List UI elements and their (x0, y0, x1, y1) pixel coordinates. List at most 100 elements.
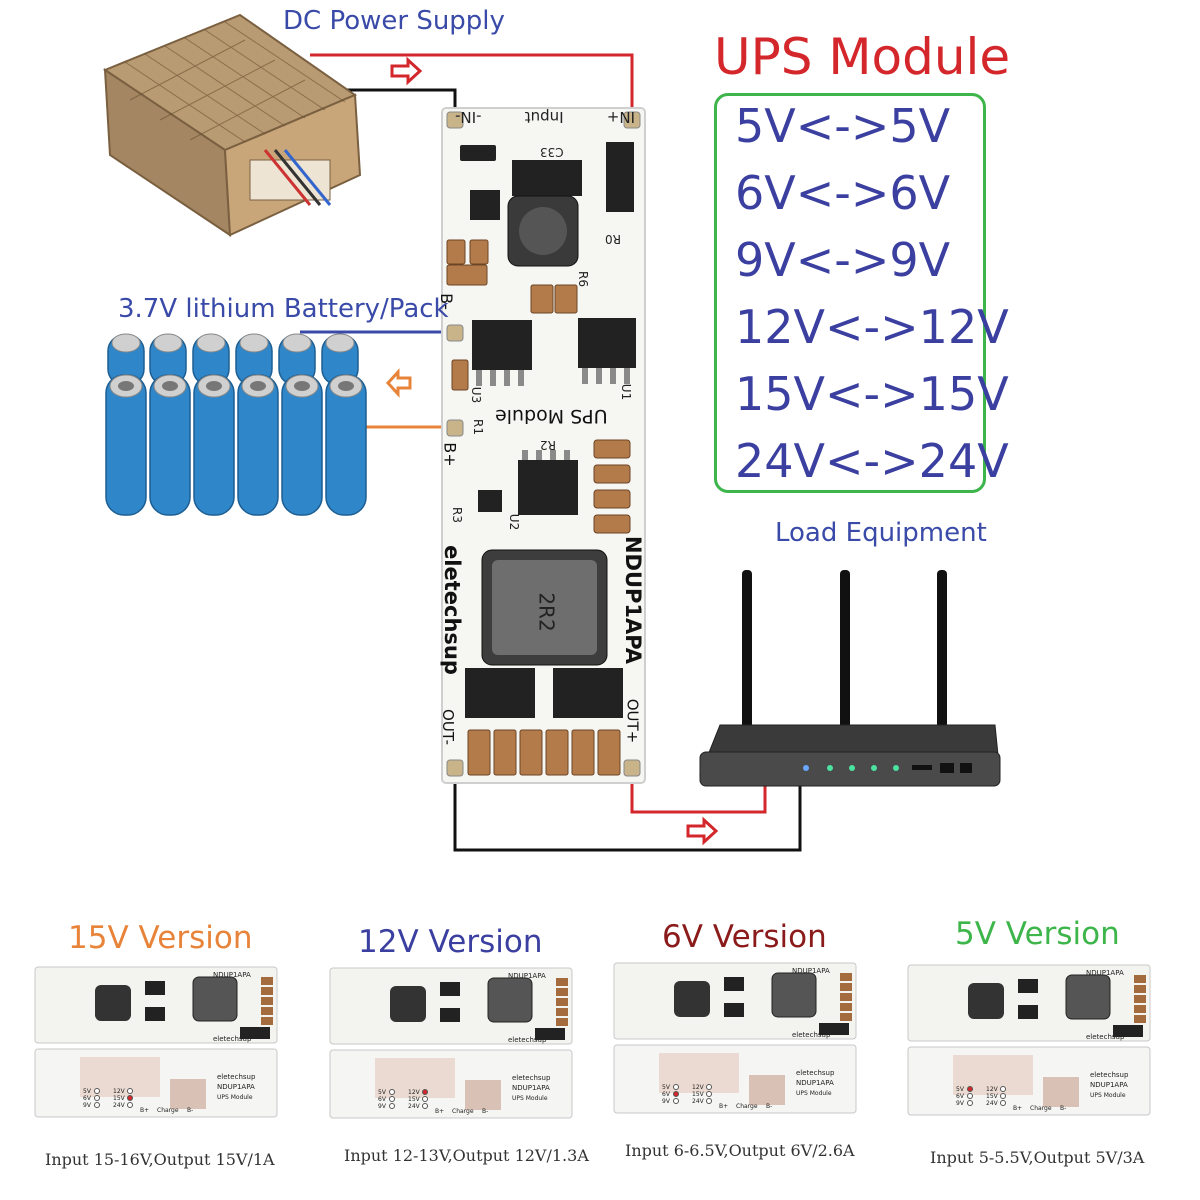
mini-capacitor (556, 988, 568, 996)
mini-option-label: 6V (956, 1093, 965, 1100)
mini-capacitor (840, 973, 852, 981)
mini-brand-label: eletechsup (512, 1074, 551, 1082)
mini-board-15V: NDUP1APAeletechsupeletechsupNDUP1APAUPS … (34, 966, 278, 1118)
version-title-12v: 12V Version (358, 924, 543, 960)
ups-mode-item: 6V<->6V (735, 166, 951, 220)
ups-board-image (441, 107, 646, 784)
mini-option-dot (673, 1091, 679, 1097)
mini-module-label: UPS Module (796, 1090, 832, 1097)
mini-capacitor (840, 1013, 852, 1021)
ups-mode-item: 9V<->9V (735, 233, 951, 287)
version-title-5v: 5V Version (955, 916, 1120, 952)
mini-option-label: 5V (378, 1089, 387, 1096)
mini-capacitor (840, 983, 852, 991)
arrow-right-icon (686, 816, 719, 846)
board-brand: eletechsup (440, 545, 464, 675)
mini-b-plus-label: B+ (435, 1108, 444, 1115)
ups-mode-item: 12V<->12V (735, 300, 1009, 354)
mini-model-label: NDUP1APA (213, 971, 251, 979)
mini-option-label: 9V (83, 1102, 92, 1109)
mini-option-label: 5V (956, 1086, 965, 1093)
mini-board-12V: NDUP1APAeletechsupeletechsupNDUP1APAUPS … (329, 967, 573, 1119)
mini-module-label: UPS Module (512, 1095, 548, 1102)
mini-capacitor (556, 1018, 568, 1026)
mini-module-label: UPS Module (217, 1094, 253, 1101)
version-caption-6v: Input 6-6.5V,Output 6V/2.6A (625, 1141, 855, 1160)
mini-module-label: UPS Module (1090, 1092, 1126, 1099)
mini-option-dot (1000, 1100, 1006, 1106)
mini-capacitor (556, 998, 568, 1006)
mini-option-label: 12V (408, 1089, 421, 1096)
board-top-pins: IN+ Input -IN- (455, 108, 635, 126)
mini-charge-label: Charge (157, 1107, 179, 1114)
mini-ic (145, 1007, 165, 1021)
pin-b-plus-label: B+ (440, 442, 460, 467)
board-module-name: UPS Module (495, 405, 608, 427)
mini-brand-label: eletechsup (1090, 1071, 1129, 1079)
version-title-15v: 15V Version (68, 920, 253, 956)
wire-output-negative (453, 775, 802, 852)
mini-option-dot (1000, 1086, 1006, 1092)
battery-pack-image (105, 333, 367, 516)
mini-model-label: NDUP1APA (792, 967, 830, 975)
ref-r6: R6 (575, 271, 590, 287)
mini-mosfet (240, 1027, 270, 1039)
mini-option-dot (967, 1086, 973, 1092)
mini-option-dot (389, 1089, 395, 1095)
pin-out-plus-label: OUT+ (623, 698, 642, 744)
mini-option-label: 15V (986, 1093, 999, 1100)
wire-power-positive (310, 53, 634, 120)
ref-r2: R2 (540, 438, 556, 452)
mini-option-dot (389, 1103, 395, 1109)
wire-power-negative (345, 88, 457, 120)
mini-copper-area (1043, 1077, 1079, 1107)
version-caption-12v: Input 12-13V,Output 12V/1.3A (344, 1146, 589, 1165)
mini-ic (440, 982, 460, 996)
mini-inductor-main (771, 972, 817, 1018)
mini-ic (440, 1008, 460, 1022)
power-supply-label: DC Power Supply (283, 6, 505, 36)
mini-mosfet (1113, 1025, 1143, 1037)
ref-r3: R3 (449, 507, 464, 523)
mini-option-dot (127, 1102, 133, 1108)
mini-option-label: 12V (986, 1086, 999, 1093)
mini-option-dot (422, 1089, 428, 1095)
ups-mode-item: 5V<->5V (735, 99, 951, 153)
mini-copper-area (375, 1058, 455, 1098)
ups-mode-item: 24V<->24V (735, 434, 1009, 488)
ups-mode-item: 15V<->15V (735, 367, 1009, 421)
mini-option-dot (706, 1091, 712, 1097)
mini-b-minus-label: B- (187, 1107, 193, 1114)
dc-power-supply-image (102, 13, 362, 237)
ups-modes-box: 5V<->5V 6V<->6V 9V<->9V 12V<->12V 15V<->… (714, 93, 1009, 493)
mini-brand-label: eletechsup (213, 1035, 252, 1043)
version-caption-15v: Input 15-16V,Output 15V/1A (45, 1150, 275, 1169)
board-model: NDUP1APA (621, 535, 645, 665)
mini-mosfet (535, 1028, 565, 1040)
wire-output-positive (630, 775, 767, 814)
mini-copper-area (465, 1080, 501, 1110)
mini-option-label: 24V (408, 1103, 421, 1110)
ref-c33: C33 (540, 145, 564, 159)
mini-capacitor (840, 1003, 852, 1011)
mini-capacitor (261, 987, 273, 995)
mini-model-label: NDUP1APA (1086, 969, 1124, 977)
mini-option-dot (127, 1088, 133, 1094)
mini-option-dot (389, 1096, 395, 1102)
mini-charge-label: Charge (736, 1103, 758, 1110)
mini-brand-label: eletechsup (217, 1073, 256, 1081)
mini-brand-label: eletechsup (792, 1031, 831, 1039)
mini-copper-area (170, 1079, 206, 1109)
mini-capacitor (261, 1017, 273, 1025)
mini-b-minus-label: B- (1060, 1105, 1066, 1112)
mini-capacitor (556, 1008, 568, 1016)
load-label: Load Equipment (775, 518, 987, 548)
pin-b-minus-label: B- (436, 293, 456, 310)
mini-capacitor (261, 997, 273, 1005)
mini-b-plus-label: B+ (140, 1107, 149, 1114)
mini-capacitor (1134, 995, 1146, 1003)
mini-inductor (95, 985, 131, 1021)
pin-input-label: Input (524, 108, 564, 126)
mini-option-label: 6V (83, 1095, 92, 1102)
mini-option-dot (673, 1084, 679, 1090)
